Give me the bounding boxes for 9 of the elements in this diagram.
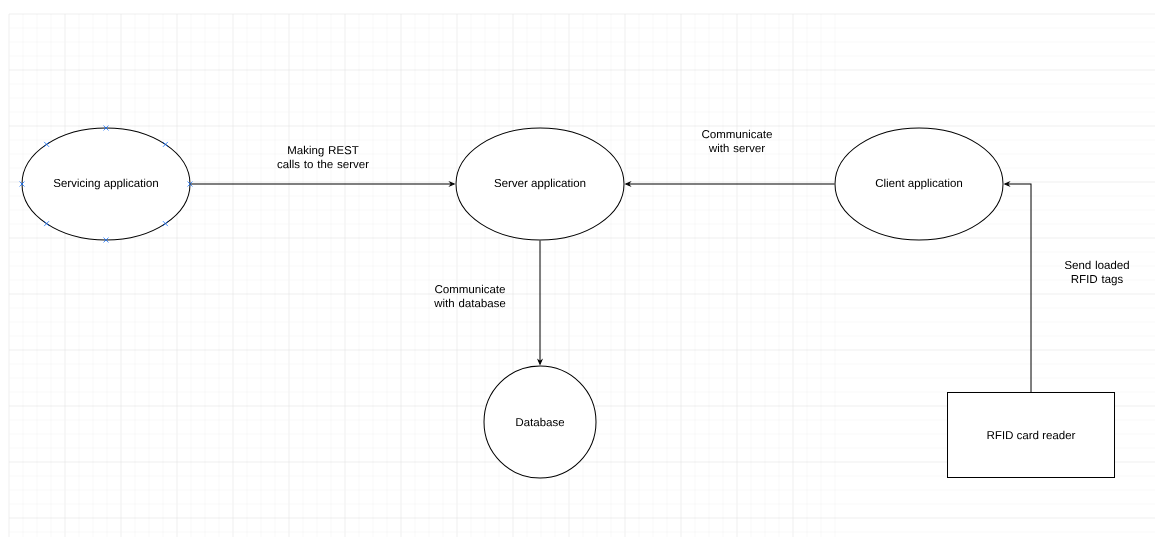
arrow: [1004, 181, 1032, 393]
edge-label: Communicate with server: [702, 129, 772, 153]
arrow: [190, 181, 455, 187]
device-box: RFID card reader: [947, 392, 1115, 478]
arrow: [537, 240, 543, 365]
edge-label: Communicate with database: [434, 284, 506, 308]
edge-label: Making REST calls to the server: [277, 145, 369, 169]
arrow: [625, 181, 835, 187]
edge-label: Send loaded RFID tags: [1064, 260, 1129, 286]
